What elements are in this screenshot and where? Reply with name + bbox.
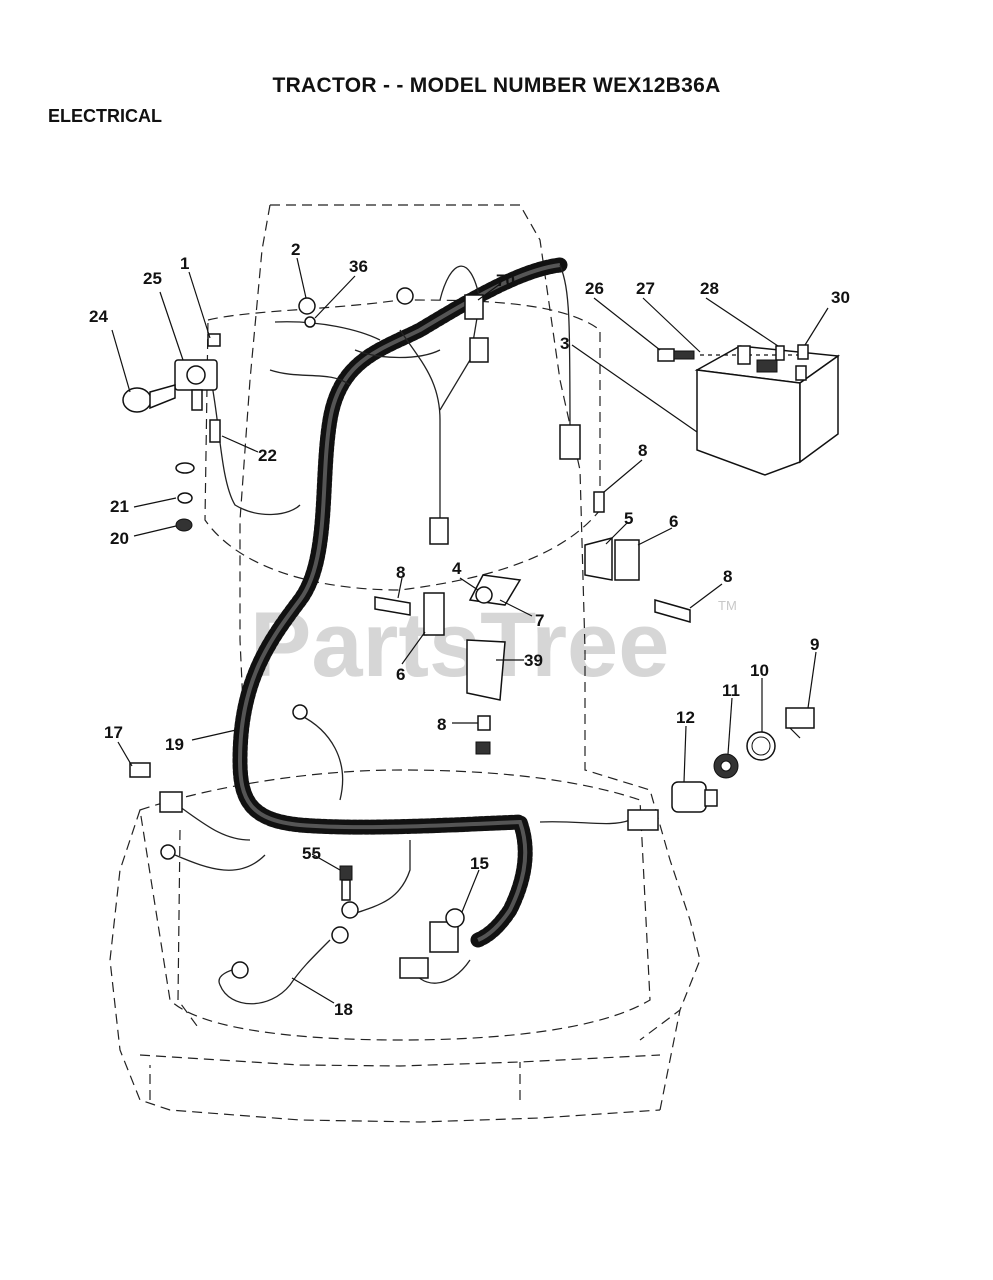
part-screw-55 [339,865,353,901]
page-title: TRACTOR - - MODEL NUMBER WEX12B36A [272,74,721,97]
callout-20: 20 [110,529,129,548]
callout-19: 19 [165,735,184,754]
part-ignition-switch-12 [671,781,718,813]
callout-6a: 6 [669,512,678,531]
callout-70: 70 [496,271,515,290]
part-connector-70 [429,294,581,545]
callout-3: 3 [560,334,569,353]
watermark: PartsTree [250,594,669,696]
callout-labels: 1 25 24 2 36 70 26 27 28 30 3 22 21 20 8… [89,240,850,1019]
part-nut-1 [207,333,221,347]
callout-17: 17 [104,723,123,742]
part-boot-24 [122,384,176,413]
part-battery-3 [694,345,841,476]
part-key-9 [785,707,815,739]
callout-15: 15 [470,854,489,873]
callout-8d: 8 [437,715,446,734]
callout-18: 18 [334,1000,353,1019]
part-switch-bracket-4-7-39 [374,574,522,755]
callout-9: 9 [810,635,819,654]
callout-28: 28 [700,279,719,298]
part-battery-hardware-26-30 [657,344,812,365]
part-nut-11 [713,753,739,779]
callout-39: 39 [524,651,543,670]
callout-22: 22 [258,446,277,465]
callout-7: 7 [535,611,544,630]
callout-10: 10 [750,661,769,680]
callout-5: 5 [624,509,633,528]
part-solenoid-25 [174,359,218,411]
callout-26: 26 [585,279,604,298]
callout-4: 4 [452,559,462,578]
leader-lines [111,257,829,1004]
section-heading: ELECTRICAL [48,106,162,126]
part-washers-21-20 [175,462,195,532]
callout-8a: 8 [638,441,647,460]
callout-25: 25 [143,269,162,288]
part-connector-right [627,809,659,831]
callout-11: 11 [722,681,740,700]
callout-12: 12 [676,708,695,727]
part-ring-terminal-2 [298,297,316,328]
part-screw-22 [209,419,221,443]
part-seat-switch-15 [399,908,465,979]
part-bezel-10 [746,731,776,761]
callout-1: 1 [180,254,189,273]
callout-27: 27 [636,279,655,298]
part-connector-17 [129,762,183,813]
callout-30: 30 [831,288,850,307]
callout-8c: 8 [396,563,405,582]
callout-21: 21 [110,497,129,516]
callout-36: 36 [349,257,368,276]
wire-harness-coil [232,257,568,948]
watermark-trademark: TM [718,598,737,613]
callout-2: 2 [291,240,300,259]
callout-6b: 6 [396,665,405,684]
callout-55: 55 [302,844,321,863]
part-ring-terminals-misc [160,704,359,979]
callout-24: 24 [89,307,108,326]
part-brackets-5-6 [584,491,691,623]
part-ring-terminal-36 [396,287,414,305]
callout-8b: 8 [723,567,732,586]
